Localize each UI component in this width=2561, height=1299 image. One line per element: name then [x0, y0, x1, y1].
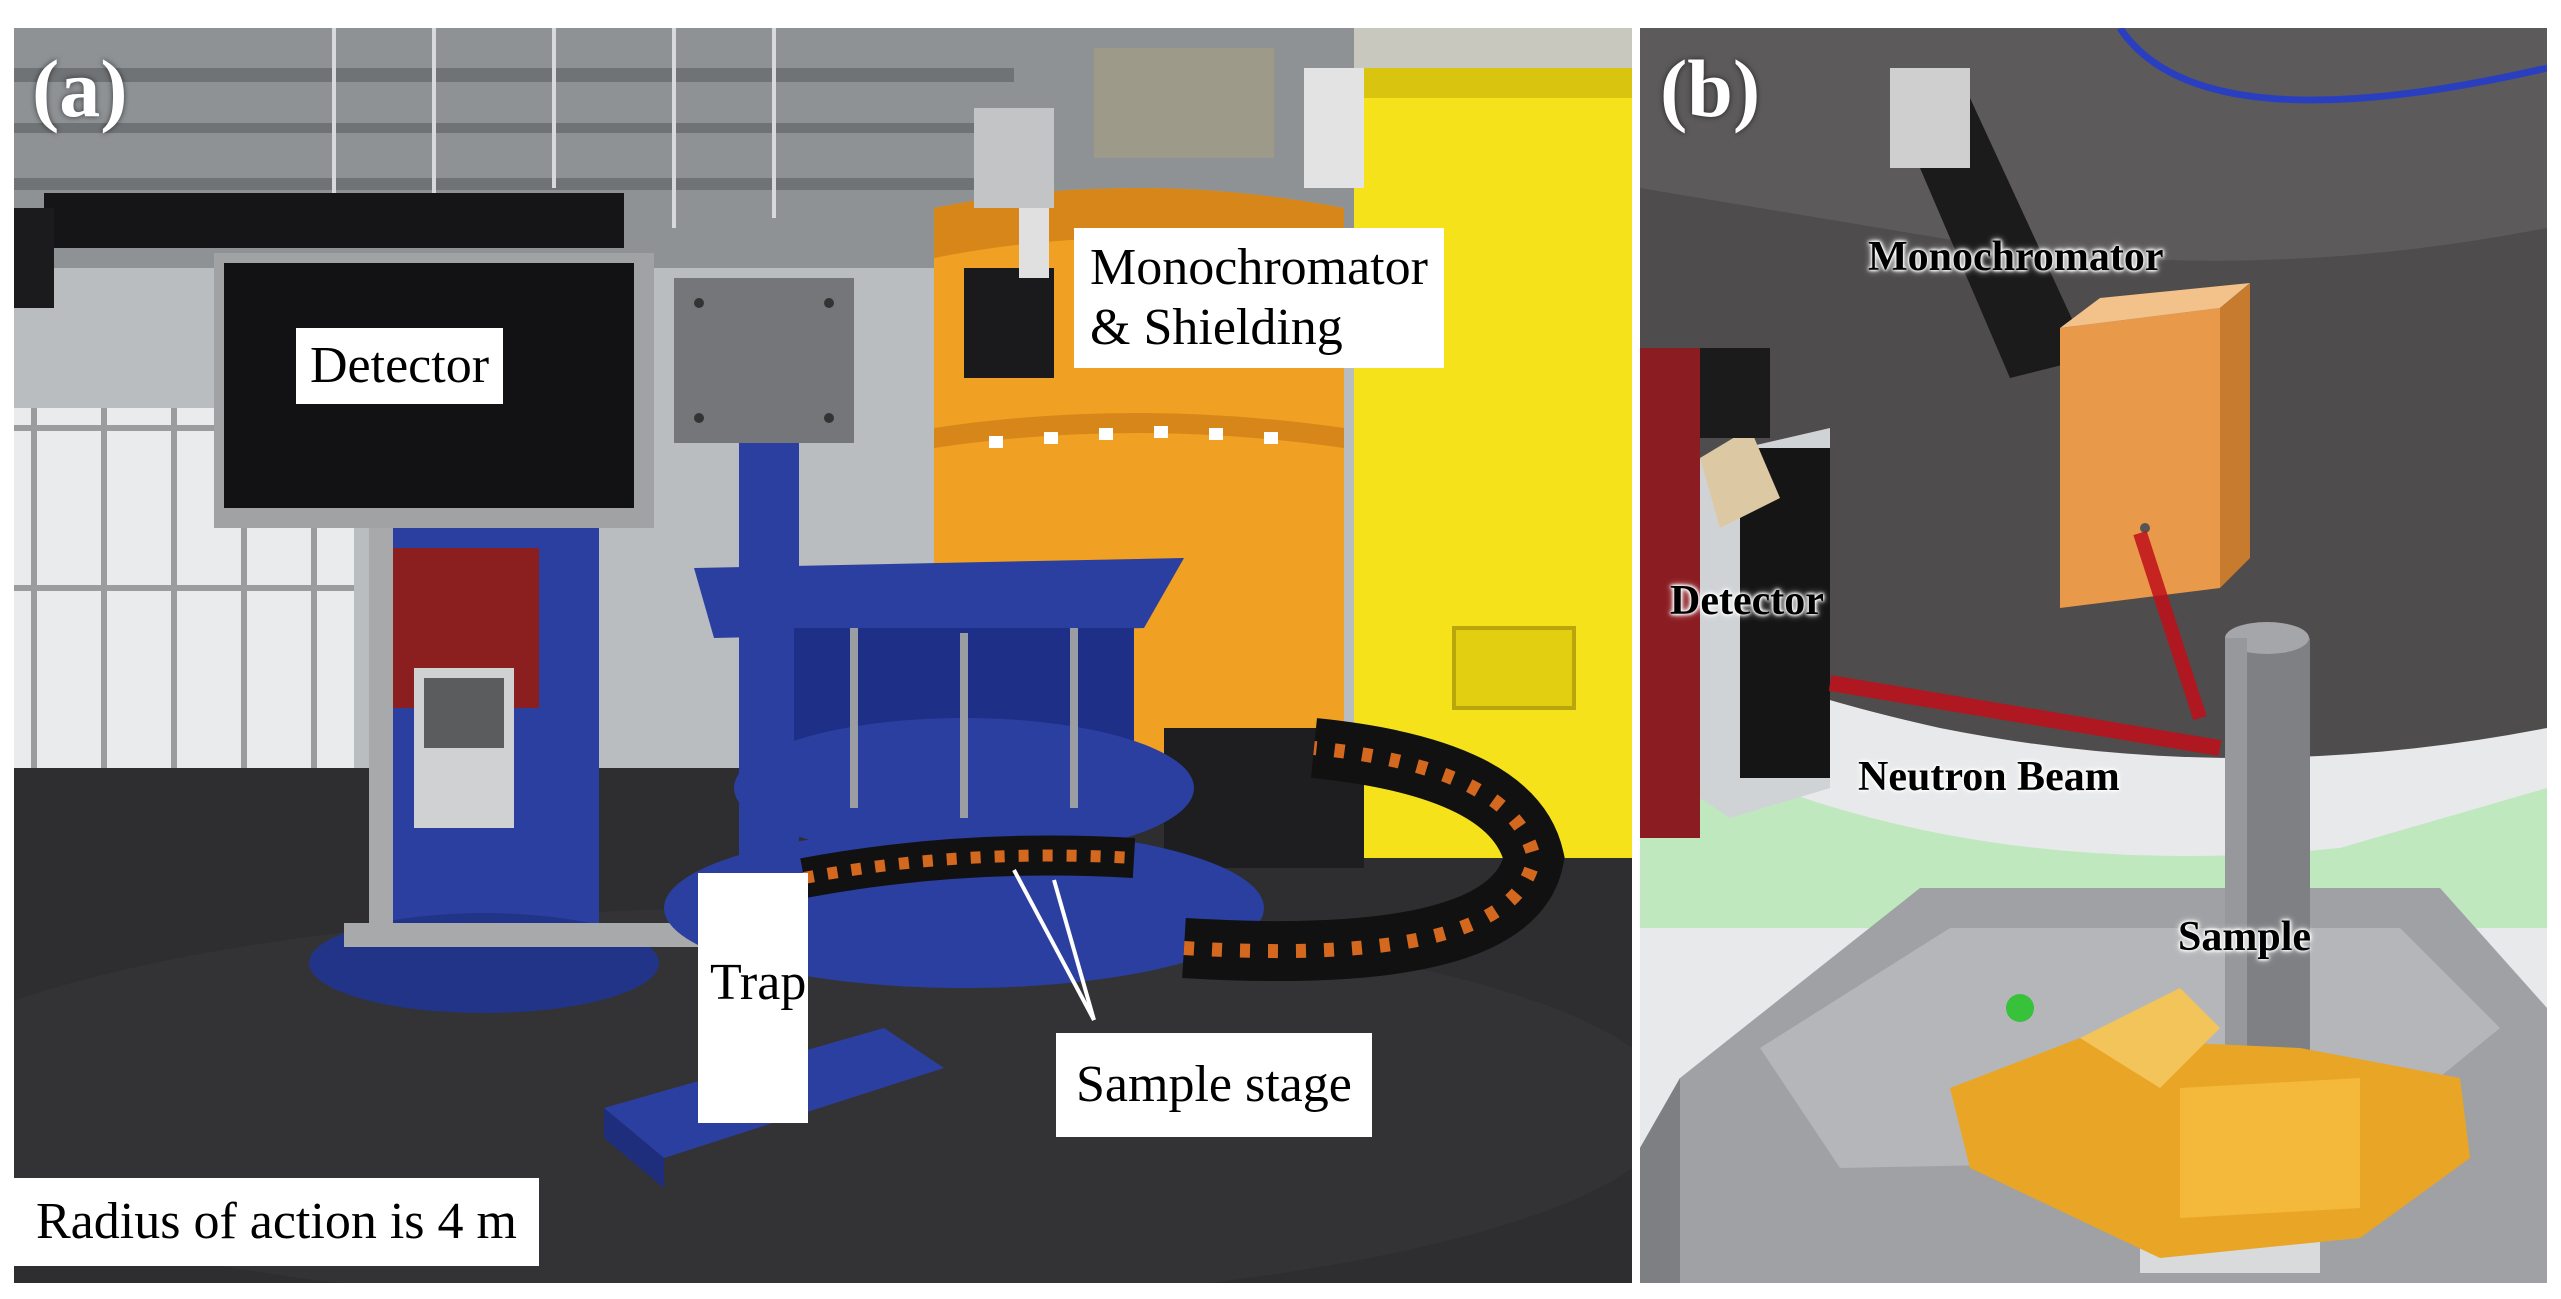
panel-b-cad-render: (b) Monochromator Detector Neutron Beam … [1640, 28, 2547, 1283]
cad-scene [1640, 28, 2547, 1283]
photo-scene [14, 28, 1632, 1283]
label-sample-stage: Sample stage [1056, 1033, 1372, 1137]
label-trap: Trap [698, 873, 808, 1123]
label-neutron-beam: Neutron Beam [1858, 754, 2120, 800]
label-radius-of-action: Radius of action is 4 m [14, 1178, 539, 1266]
label-monochromator-b: Monochromator [1868, 234, 2164, 280]
label-monochromator-line1: Monochromator [1090, 239, 1428, 296]
label-sample: Sample [2178, 914, 2312, 960]
label-detector-b: Detector [1670, 578, 1824, 624]
label-monochromator-line2: & Shielding [1090, 298, 1343, 356]
panel-b-letter: (b) [1660, 43, 1761, 134]
panel-a-letter: (a) [32, 43, 128, 134]
label-monochromator-shielding: Monochromator & Shielding [1074, 228, 1444, 368]
panel-a-photo: (a) Detector Monochromator & Shielding T… [14, 28, 1632, 1283]
label-detector-a: Detector [296, 328, 504, 404]
